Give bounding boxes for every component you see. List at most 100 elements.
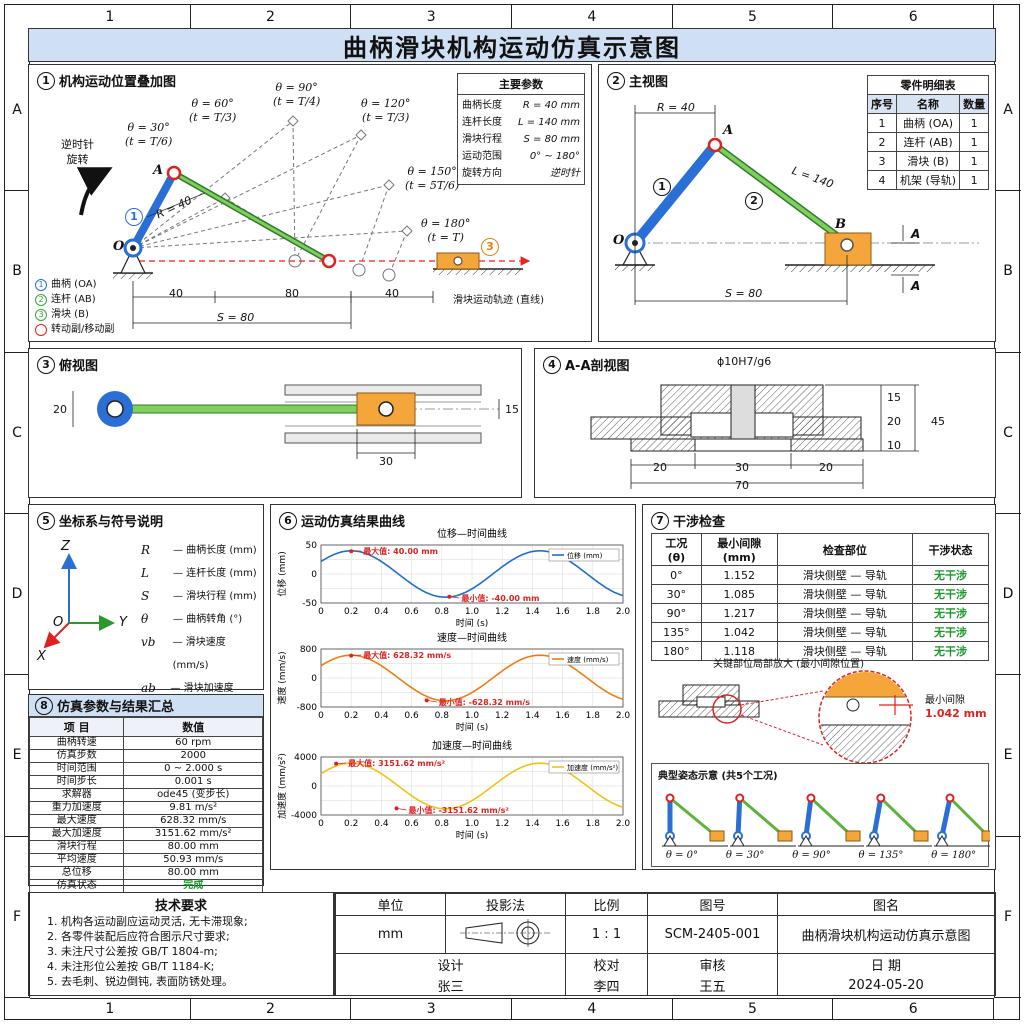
annotation-text: 最大值: 40.00 mm — [363, 546, 438, 556]
ruler-col-label: 2 — [191, 998, 352, 1020]
angle-theta: θ = 180° — [421, 217, 471, 230]
param-key: 连杆长度 — [462, 117, 502, 128]
symbol: vb — [141, 635, 156, 649]
pose-label: θ = 90° — [792, 850, 831, 861]
x-tick-label: 1.8 — [586, 607, 601, 617]
pose-title: 典型姿态示意 (共5个工况) — [658, 771, 778, 782]
summary-cell: 9.81 m/s² — [123, 801, 263, 815]
y-tick-label: 0 — [311, 674, 317, 684]
annotation-leader — [336, 762, 347, 764]
poses-svg — [662, 793, 990, 847]
x-tick-label: 0 — [318, 711, 324, 721]
angle-time: (t = T/3) — [362, 111, 410, 124]
legend-text: 转动副/移动副 — [51, 324, 115, 335]
section-view-drawing — [590, 384, 919, 489]
pose — [934, 793, 990, 847]
x-tick-label: 0 — [318, 819, 324, 829]
x-tick-label: 1.4 — [525, 607, 540, 617]
label-R: R = 40 — [657, 101, 695, 114]
section-A-bottom: A — [911, 279, 921, 293]
circle-1: 1 — [653, 175, 671, 196]
symbol: θ — [141, 612, 149, 626]
bom-cell: 连杆 (AB) — [895, 132, 961, 152]
pose-slider — [709, 830, 725, 842]
dim-20-left: 20 — [653, 461, 667, 474]
ruler-row-label: F — [4, 837, 30, 998]
pose-crank — [735, 795, 743, 839]
ruler-col-label: 6 — [833, 4, 994, 30]
interference-cell: 无干涉 — [912, 603, 989, 623]
x-axis-label: 时间 (s) — [456, 617, 489, 629]
x-tick-label: 0.6 — [404, 607, 419, 617]
x-axis-label: 时间 (s) — [456, 829, 489, 841]
summary-cell: 平均速度 — [28, 853, 125, 867]
top-view-drawing — [72, 384, 500, 459]
annotation-text: 最大值: 628.32 mm/s — [363, 650, 451, 660]
ruler-row-label: A — [995, 30, 1021, 192]
symbol-row: L— 连杆长度 (mm) — [141, 562, 263, 585]
angle-time: (t = T) — [427, 231, 464, 244]
ruler-row-label: E — [995, 675, 1021, 837]
interference-cell: 无干涉 — [912, 622, 989, 642]
summary-cell: ode45 (变步长) — [123, 788, 263, 802]
pose-joint — [876, 793, 886, 803]
interference-header: 干涉状态 — [912, 533, 989, 566]
y-tick-label: -800 — [297, 703, 318, 713]
bom-cell: 2 — [867, 132, 897, 152]
tb-name-head: 图名 — [777, 893, 995, 916]
param-table-title: 主要参数 — [458, 74, 584, 95]
tb-review: 王五 — [647, 975, 778, 996]
interference-header: 检查部位 — [776, 533, 914, 566]
pose-crank — [803, 795, 814, 839]
annotation-text: 最小值: -40.00 mm — [461, 593, 539, 603]
pose-label: θ = 30° — [725, 850, 765, 861]
pose-box: 典型姿态示意 (共5个工况) θ = 0°θ = 30°θ = 90°θ = 1… — [651, 763, 990, 867]
bom-cell: 1 — [959, 113, 990, 133]
tech-item: 4. 未注形位公差按 GB/T 1184-K; — [47, 960, 215, 973]
dim-80: 80 — [285, 287, 299, 300]
pose-link — [668, 796, 718, 838]
symbol-row: R— 曲柄长度 (mm) — [141, 539, 263, 562]
angle-label: θ = 90°(t = T/4) — [273, 81, 320, 109]
ruler-col-label: 2 — [191, 4, 352, 30]
summary-cell: 3151.62 mm/s² — [123, 827, 263, 841]
summary-cell: 2000 — [123, 749, 263, 763]
interference-cell: 无干涉 — [912, 584, 989, 604]
param-value: 0° ~ 180° — [529, 151, 580, 162]
tb-check-head: 校对 — [565, 953, 648, 976]
tech-title: 技术要求 — [154, 899, 207, 914]
dim-70: 70 — [735, 479, 749, 492]
annotation-leader — [449, 596, 460, 599]
legend-marker: 3 — [35, 308, 47, 321]
pose — [730, 793, 796, 847]
summary-cell: 曲柄转速 — [28, 736, 125, 750]
symbol: R — [141, 543, 151, 557]
pose-crank — [939, 795, 953, 839]
y-axis-label: 速度 (mm/s) — [276, 651, 288, 704]
pose-label: θ = 0° — [665, 850, 699, 861]
bom-cell: 1 — [959, 151, 990, 171]
x-tick-label: 1.0 — [465, 711, 480, 721]
ruler-row-label: C — [4, 353, 30, 514]
angle-time: (t = T/6) — [125, 135, 173, 148]
symbol-desc: — 连杆长度 (mm) — [173, 568, 257, 579]
symbol: S — [141, 589, 150, 603]
